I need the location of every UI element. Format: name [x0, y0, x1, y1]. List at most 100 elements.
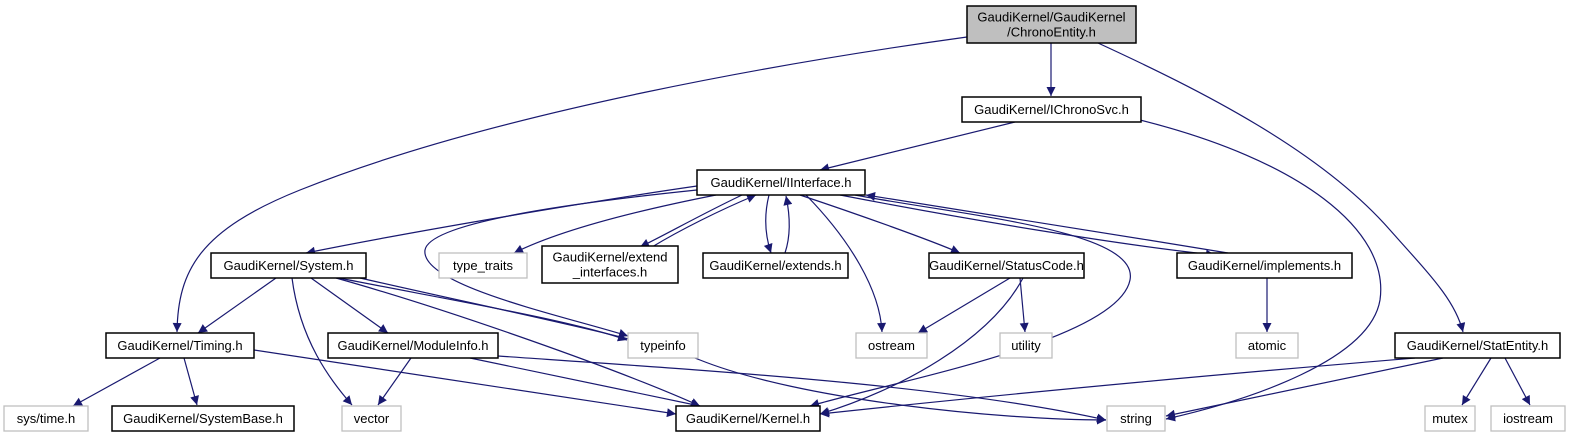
node-statentity[interactable]: GaudiKernel/StatEntity.h: [1394, 332, 1561, 359]
edge-timing-to-systembase: [183, 357, 199, 406]
edge-iinterface-to-kernel: [809, 194, 1131, 408]
edge-iinterface-to-statuscode: [799, 194, 961, 254]
edge-ichronosvc-to-string: [1139, 119, 1382, 422]
edge-iinterface-to-extends: [763, 194, 773, 254]
node-vector: vector: [341, 405, 402, 432]
node-box: [1424, 405, 1476, 432]
node-label: GaudiKernel/extends.h: [709, 258, 841, 273]
node-kernel[interactable]: GaudiKernel/Kernel.h: [675, 405, 821, 432]
edge-statuscode-to-ostream: [917, 277, 1011, 334]
edge-iinterface-to-implements: [839, 194, 1216, 259]
node-label: sys/time.h: [17, 411, 76, 426]
node-systembase[interactable]: GaudiKernel/SystemBase.h: [111, 405, 295, 432]
node-label: string: [1120, 411, 1152, 426]
node-box: [1235, 332, 1299, 359]
edge-system-to-vector: [291, 277, 353, 406]
node-label: /ChronoEntity.h: [1007, 25, 1096, 40]
node-label: ostream: [868, 338, 915, 353]
edge-extends-to-iinterface: [783, 195, 793, 254]
edge-iinterface-to-type_traits: [513, 194, 717, 254]
edge-statentity-to-kernel: [819, 357, 1416, 418]
node-extend_interfaces[interactable]: GaudiKernel/extend_interfaces.h: [541, 245, 679, 284]
node-moduleinfo[interactable]: GaudiKernel/ModuleInfo.h: [327, 332, 499, 359]
node-label: GaudiKernel/implements.h: [1188, 258, 1341, 273]
node-label: GaudiKernel/SystemBase.h: [123, 411, 283, 426]
node-label: GaudiKernel/StatusCode.h: [929, 258, 1084, 273]
node-label: GaudiKernel/IChronoSvc.h: [974, 102, 1129, 117]
node-label: GaudiKernel/extend: [553, 250, 668, 265]
node-ichronosvc[interactable]: GaudiKernel/IChronoSvc.h: [961, 96, 1142, 123]
node-box: [3, 405, 89, 432]
edge-moduleinfo-to-string: [497, 355, 1107, 423]
node-box: [210, 252, 367, 279]
node-label: GaudiKernel/Kernel.h: [686, 411, 810, 426]
node-iostream: iostream: [1490, 405, 1566, 432]
edge-iinterface-to-typeinfo: [424, 189, 698, 338]
node-label: utility: [1011, 338, 1041, 353]
node-box: [541, 245, 679, 284]
node-box: [438, 252, 528, 279]
node-box: [105, 332, 255, 359]
node-box: [961, 96, 1142, 123]
node-box: [966, 5, 1137, 44]
edge-timing-to-kernel: [253, 349, 677, 418]
node-box: [627, 332, 699, 359]
node-label: GaudiKernel/Timing.h: [117, 338, 242, 353]
node-system[interactable]: GaudiKernel/System.h: [210, 252, 367, 279]
edge-moduleinfo-to-kernel: [469, 357, 701, 409]
node-box: [1106, 405, 1166, 432]
node-box: [1394, 332, 1561, 359]
node-iinterface[interactable]: GaudiKernel/IInterface.h: [696, 169, 866, 196]
node-timing[interactable]: GaudiKernel/Timing.h: [105, 332, 255, 359]
edge-system-to-moduleinfo: [310, 277, 389, 334]
node-string: string: [1106, 405, 1166, 432]
edge-moduleinfo-to-vector: [377, 357, 412, 406]
node-label: typeinfo: [640, 338, 686, 353]
node-box: [111, 405, 295, 432]
node-box: [1176, 252, 1353, 279]
edge-statuscode-to-kernel: [819, 277, 1024, 416]
edge-chronoentity-to-statentity: [1097, 42, 1466, 333]
node-label: GaudiKernel/IInterface.h: [711, 175, 852, 190]
node-label: type_traits: [453, 258, 513, 273]
nodes: GaudiKernel/GaudiKernel/ChronoEntity.hGa…: [3, 5, 1566, 432]
node-label: GaudiKernel/System.h: [223, 258, 353, 273]
node-label: iostream: [1503, 411, 1553, 426]
edge-statentity-to-string: [1165, 357, 1444, 419]
node-box: [675, 405, 821, 432]
edges: [72, 36, 1531, 425]
node-box: [702, 252, 849, 279]
node-type_traits: type_traits: [438, 252, 528, 279]
node-label: GaudiKernel/GaudiKernel: [977, 10, 1125, 25]
edge-iinterface-to-extend_interfaces: [639, 194, 743, 248]
node-statuscode[interactable]: GaudiKernel/StatusCode.h: [928, 252, 1085, 279]
node-label: GaudiKernel/StatEntity.h: [1407, 338, 1548, 353]
edge-statentity-to-mutex: [1461, 357, 1492, 406]
node-label: vector: [354, 411, 390, 426]
node-label: _interfaces.h: [572, 265, 647, 280]
node-ostream: ostream: [855, 332, 928, 359]
node-utility: utility: [999, 332, 1053, 359]
edge-system-to-kernel: [335, 277, 701, 407]
node-box: [341, 405, 402, 432]
node-extends[interactable]: GaudiKernel/extends.h: [702, 252, 849, 279]
edge-system-to-typeinfo: [338, 277, 628, 342]
node-box: [855, 332, 928, 359]
node-implements[interactable]: GaudiKernel/implements.h: [1176, 252, 1353, 279]
edge-iinterface-to-ostream: [805, 194, 887, 333]
node-label: atomic: [1248, 338, 1287, 353]
edge-implements-to-iinterface: [865, 191, 1229, 254]
edge-chronoentity-to-timing: [172, 36, 968, 333]
edge-statentity-to-iostream: [1504, 357, 1531, 406]
node-mutex: mutex: [1424, 405, 1476, 432]
node-box: [928, 252, 1085, 279]
edge-timing-to-systime: [72, 357, 161, 407]
node-label: GaudiKernel/ModuleInfo.h: [337, 338, 488, 353]
edge-statuscode-to-utility: [1019, 277, 1029, 333]
edge-ichronosvc-to-iinterface: [819, 121, 1016, 173]
node-box: [999, 332, 1053, 359]
node-chronoentity[interactable]: GaudiKernel/GaudiKernel/ChronoEntity.h: [966, 5, 1137, 44]
node-box: [696, 169, 866, 196]
node-label: mutex: [1432, 411, 1468, 426]
